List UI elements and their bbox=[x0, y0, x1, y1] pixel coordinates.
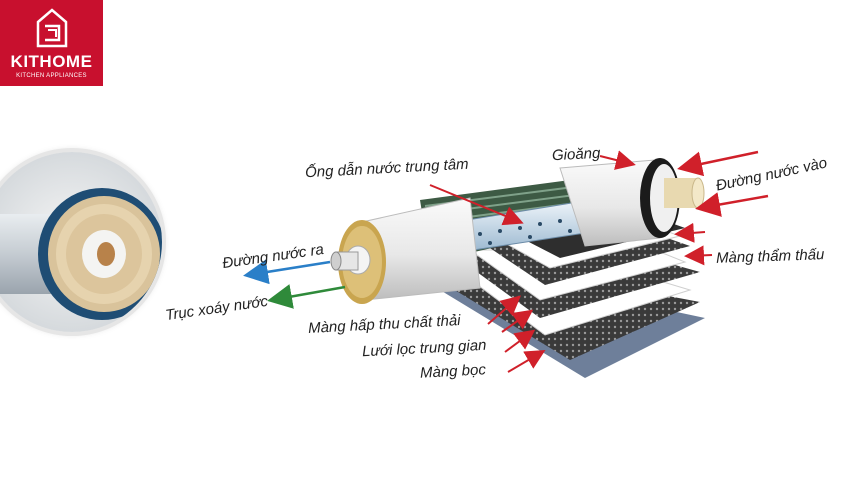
inlet-end-cap bbox=[640, 158, 705, 238]
brand-tagline: KITCHEN APPLIANCES bbox=[16, 73, 87, 79]
arrow-mesh bbox=[504, 329, 536, 353]
arrow-water-in-1 bbox=[677, 150, 759, 177]
arrow-osmosis-1 bbox=[674, 222, 706, 243]
arrow-gasket bbox=[599, 150, 636, 170]
arrow-water-out bbox=[243, 259, 331, 285]
brand-logo: KITHOME KITCHEN APPLIANCES bbox=[0, 0, 103, 86]
brand-name: KITHOME bbox=[10, 52, 93, 71]
arrow-absorb bbox=[487, 295, 522, 325]
membrane-closeup bbox=[0, 152, 162, 332]
arrow-vortex bbox=[267, 284, 346, 309]
arrow-water-in-2 bbox=[695, 192, 769, 217]
label-wrap-membrane: Màng bọc bbox=[419, 361, 487, 382]
outlet-end bbox=[330, 220, 386, 304]
arrow-osmosis-2 bbox=[684, 245, 713, 266]
arrow-central-tube bbox=[429, 184, 524, 226]
label-gasket: Gioăng bbox=[551, 144, 601, 165]
arrow-absorb-2 bbox=[501, 309, 534, 333]
arrow-wrap bbox=[507, 349, 546, 373]
membrane-closeup-image bbox=[0, 152, 162, 332]
house-logo-icon bbox=[36, 8, 68, 48]
